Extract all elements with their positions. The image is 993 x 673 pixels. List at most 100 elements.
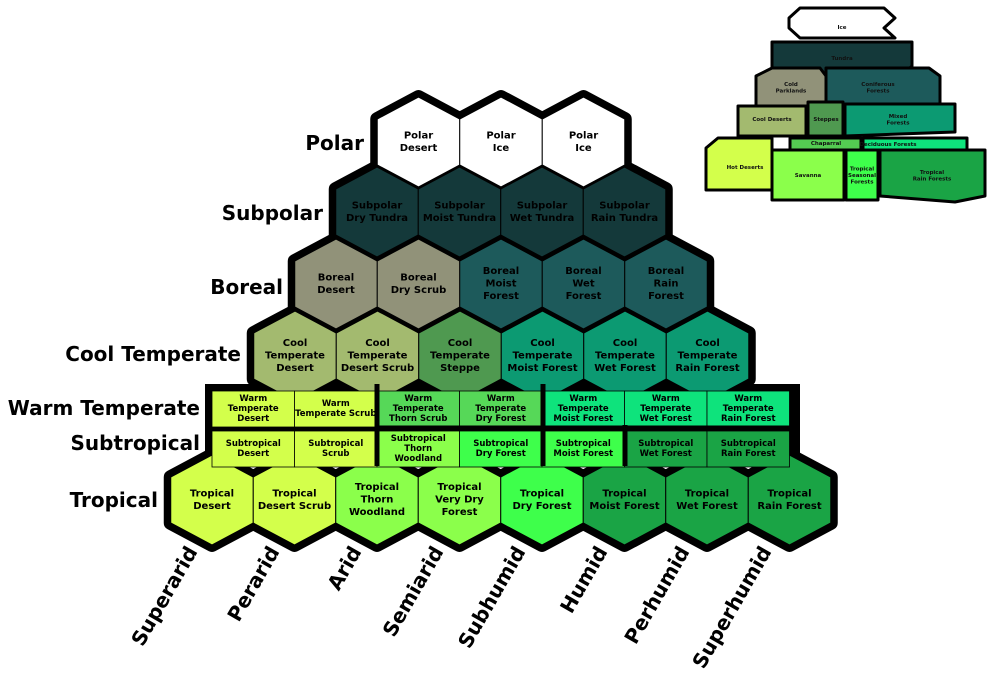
hex-boreal-dry-scrub-line-1: Boreal: [400, 272, 436, 283]
hex-cool-temperate-desert-scrub-line-2: Temperate: [348, 351, 408, 362]
legend-hot-deserts: [704, 136, 774, 192]
cell-subtropical-thorn-woodland-line-3: Woodland: [394, 454, 442, 464]
legend-coniferous-forests: [824, 66, 942, 108]
hex-subpolar-rain-tundra-line-2: Rain Tundra: [591, 213, 658, 224]
cell-warm-temperate-dry-forest-line-1: Warm: [487, 394, 515, 404]
hex-tropical-very-dry-forest-line-3: Forest: [442, 507, 478, 518]
cell-subtropical-thorn-woodland-line-2: Thorn: [404, 444, 432, 454]
cell-warm-temperate-moist-forest-line-1: Warm: [569, 394, 597, 404]
hex-boreal-desert-line-2: Desert: [317, 285, 355, 296]
column-label-perarid: Perarid: [222, 542, 284, 626]
hex-fill-layer: [170, 96, 832, 546]
legend-mixed-forests: [843, 102, 957, 138]
hex-tropical-very-dry-forest-line-2: Very Dry: [435, 495, 484, 506]
hex-polar-desert-line-2: Desert: [400, 143, 438, 154]
hex-boreal-rain-forest-line-2: Rain: [654, 279, 679, 290]
hex-boreal-moist-forest-line-3: Forest: [483, 291, 519, 302]
cell-subtropical-scrub-line-1: Subtropical: [308, 439, 363, 449]
cell-warm-temperate-wet-forest-line-1: Warm: [652, 394, 680, 404]
hex-tropical-desert-scrub-line-2: Desert Scrub: [258, 501, 331, 512]
legend-tropical-seasonal-forests-line-2: Seasonal: [848, 173, 876, 179]
legend-ice: [787, 6, 897, 40]
hex-boreal-dry-scrub-line-2: Dry Scrub: [391, 285, 447, 296]
hex-polar-ice-line-1: Polar: [486, 130, 515, 141]
cell-warm-temperate-scrub-line-2: Temperate Scrub: [295, 409, 376, 419]
legend-deciduous-forests-line-1: Deciduous Forests: [859, 142, 917, 148]
legend-ice-line-1: Ice: [837, 25, 846, 31]
column-label-subhumid: Subhumid: [453, 542, 531, 652]
legend-savanna-line-1: Savanna: [795, 173, 822, 179]
legend-tropical-seasonal-forests: [844, 148, 880, 202]
row-label-cool-temperate: Cool Temperate: [65, 342, 241, 366]
cell-subtropical-wet-forest-line-1: Subtropical: [638, 439, 693, 449]
cell-subtropical-rain-forest: [706, 430, 790, 468]
cell-warm-temperate-desert-line-2: Temperate: [228, 404, 279, 414]
legend-tropical-rain-forests: [878, 148, 987, 204]
hex-tropical-rain-forest-line-1: Tropical: [767, 488, 811, 499]
cell-warm-temperate-thorn-scrub: [376, 390, 460, 428]
row-label-polar: Polar: [305, 131, 364, 155]
legend-mixed-forests-line-2: Forests: [887, 120, 911, 126]
cell-subtropical-rain-forest-line-2: Rain Forest: [721, 449, 776, 459]
hex-cool-temperate-desert-scrub-line-3: Desert Scrub: [341, 363, 414, 374]
hex-tropical-desert-scrub-line-1: Tropical: [272, 488, 316, 499]
column-label-superarid: Superarid: [126, 542, 202, 650]
row-label-subpolar: Subpolar: [222, 201, 323, 225]
hex-boreal-rain-forest-line-3: Forest: [648, 291, 684, 302]
hex-cool-temperate-moist-forest-line-1: Cool: [530, 338, 555, 349]
hex-cool-temperate-wet-forest-line-1: Cool: [613, 338, 638, 349]
hex-boreal-wet-forest-line-3: Forest: [566, 291, 602, 302]
cell-subtropical-thorn-woodland-line-1: Subtropical: [391, 434, 446, 444]
cell-warm-temperate-moist-forest-line-3: Moist Forest: [553, 414, 613, 424]
hex-subpolar-moist-tundra-line-2: Moist Tundra: [423, 213, 496, 224]
hex-tropical-dry-forest-line-1: Tropical: [520, 488, 564, 499]
cell-warm-temperate-wet-forest-line-3: Wet Forest: [640, 414, 692, 424]
legend-cold-parklands-line-2: Parklands: [776, 88, 807, 94]
cell-subtropical-dry-forest-line-2: Dry Forest: [476, 449, 526, 459]
legend-hot-deserts-line-1: Hot Deserts: [727, 165, 765, 171]
hex-cool-temperate-desert-line-1: Cool: [283, 338, 308, 349]
hex-subpolar-wet-tundra-line-1: Subpolar: [517, 200, 568, 211]
hex-tropical-wet-forest-line-1: Tropical: [685, 488, 729, 499]
hex-cool-temperate-moist-forest-line-2: Temperate: [513, 351, 573, 362]
hex-cool-temperate-rain-forest-line-1: Cool: [695, 338, 720, 349]
cell-warm-temperate-dry-forest-line-2: Temperate: [475, 404, 526, 414]
hex-boreal-rain-forest-line-1: Boreal: [648, 266, 684, 277]
legend-tropical-rain-forests-line-2: Rain Forests: [913, 176, 952, 182]
legend-tropical-seasonal-forests-line-1: Tropical: [850, 167, 874, 173]
hex-tropical-moist-forest-line-2: Moist Forest: [589, 501, 659, 512]
cell-subtropical-scrub: [294, 430, 378, 468]
hex-tropical-thorn-woodland-line-2: Thorn: [361, 495, 394, 506]
hex-polar-ice-line-2: Ice: [575, 143, 592, 154]
hex-cool-temperate-moist-forest-line-3: Moist Forest: [507, 363, 577, 374]
cell-warm-temperate-thorn-scrub-line-1: Warm: [404, 394, 432, 404]
hex-tropical-dry-forest-line-2: Dry Forest: [513, 501, 572, 512]
hex-tropical-very-dry-forest-line-1: Tropical: [437, 482, 481, 493]
hex-polar-ice-line-1: Polar: [569, 130, 598, 141]
legend-cool-deserts: [736, 104, 808, 138]
hex-boreal-moist-forest-line-1: Boreal: [483, 266, 519, 277]
column-label-humid: Humid: [555, 542, 612, 617]
cell-subtropical-desert-line-2: Desert: [237, 449, 269, 459]
hex-tropical-thorn-woodland-line-1: Tropical: [355, 482, 399, 493]
cell-warm-temperate-moist-forest-line-2: Temperate: [558, 404, 609, 414]
legend-tundra-line-1: Tundra: [831, 56, 853, 62]
hex-cool-temperate-desert-line-2: Temperate: [265, 351, 325, 362]
cell-subtropical-moist-forest-line-2: Moist Forest: [553, 449, 613, 459]
hex-subpolar-dry-tundra-line-2: Dry Tundra: [346, 213, 408, 224]
hex-cool-temperate-steppe-line-1: Cool: [448, 338, 473, 349]
cell-warm-temperate-dry-forest-line-3: Dry Forest: [476, 414, 526, 424]
row-label-boreal: Boreal: [210, 275, 283, 299]
column-label-semiarid: Semiarid: [378, 542, 449, 641]
cell-warm-temperate-rain-forest: [706, 390, 790, 428]
cell-warm-temperate-wet-forest: [624, 390, 708, 428]
hex-tropical-moist-forest-line-1: Tropical: [602, 488, 646, 499]
legend-steppes: [806, 100, 845, 138]
hex-cool-temperate-steppe-line-2: Temperate: [430, 351, 490, 362]
hex-boreal-desert-line-1: Boreal: [318, 272, 354, 283]
cell-subtropical-dry-forest-line-1: Subtropical: [473, 439, 528, 449]
cell-subtropical-rain-forest-line-1: Subtropical: [721, 439, 776, 449]
